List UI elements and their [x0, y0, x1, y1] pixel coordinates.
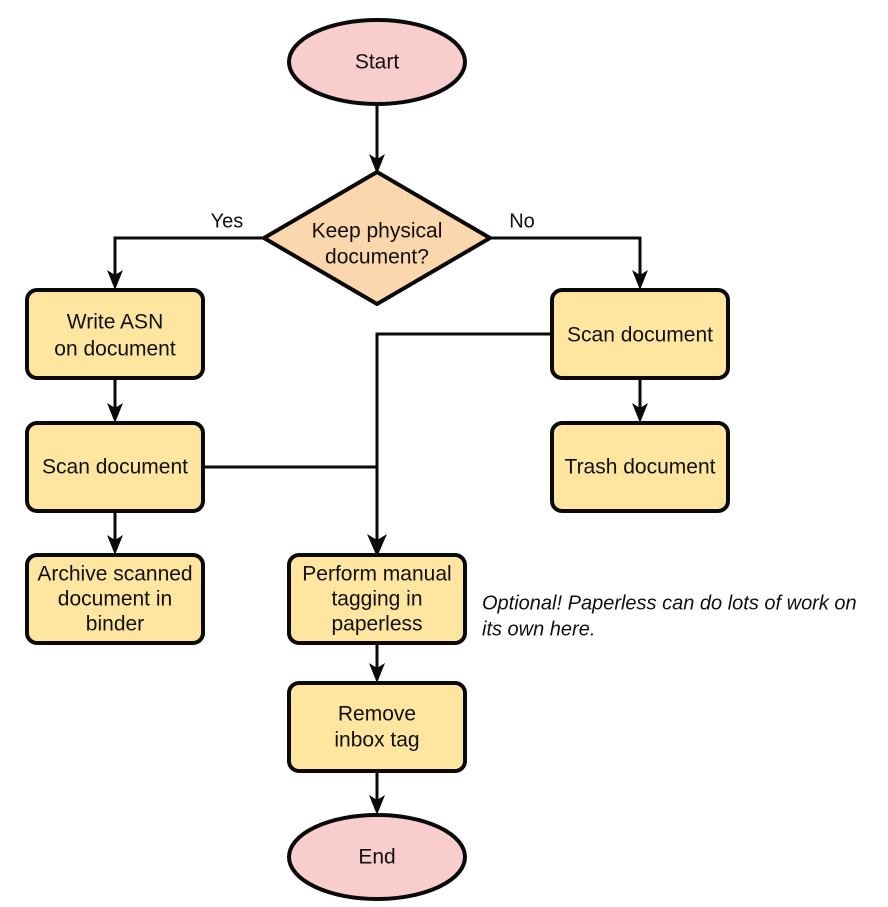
arrowhead-icon — [632, 403, 648, 423]
node-perform-manual-tagging[interactable]: Perform manual tagging in paperless — [287, 553, 467, 645]
node-scan-document-left[interactable]: Scan document — [25, 421, 205, 513]
arrowhead-icon — [107, 270, 123, 290]
node-tagging-label-line1: Perform manual — [302, 563, 451, 586]
node-archive-label-line1: Archive scanned — [37, 563, 192, 586]
start-ellipse[interactable] — [287, 18, 467, 106]
edge-line — [491, 236, 642, 279]
scan-document-right-box[interactable] — [550, 288, 730, 380]
node-remove-inbox-label-line2: inbox tag — [334, 729, 419, 752]
write-asn-box[interactable] — [25, 288, 205, 380]
node-archive-label-line3: binder — [86, 613, 144, 636]
node-decision-keep-physical-document[interactable]: Keep physical document? — [262, 170, 492, 306]
node-write-asn[interactable]: Write ASN on document — [25, 288, 205, 380]
node-decision-label-line2: document? — [325, 246, 429, 269]
node-remove-inbox-label-line1: Remove — [338, 703, 416, 726]
node-start-label: Start — [355, 51, 400, 74]
edge-label-yes: Yes — [211, 210, 244, 232]
arrowhead-icon — [107, 403, 123, 423]
edge-decision-yes: Yes — [107, 210, 264, 290]
arrowhead-icon — [369, 795, 385, 815]
node-archive-scanned-document[interactable]: Archive scanned document in binder — [25, 553, 205, 645]
node-decision-label-line1: Keep physical — [312, 220, 443, 243]
node-scan-document-right-label: Scan document — [567, 324, 713, 347]
decision-diamond[interactable] — [262, 170, 492, 306]
remove-inbox-tag-box[interactable] — [287, 681, 467, 773]
archive-box[interactable] — [25, 553, 205, 645]
node-scan-document-left-label: Scan document — [42, 456, 188, 479]
node-tagging-label-line2: tagging in — [331, 588, 422, 611]
edge-writeasn-to-scanleft — [107, 378, 123, 423]
node-end-label: End — [358, 846, 395, 869]
node-remove-inbox-tag[interactable]: Remove inbox tag — [287, 681, 467, 773]
tagging-box[interactable] — [287, 553, 467, 645]
annotation-line-1: Optional! Paperless can do lots of work … — [482, 592, 857, 614]
edge-line — [375, 332, 552, 544]
node-archive-label-line2: document in — [58, 588, 172, 611]
arrowhead-icon — [107, 535, 123, 555]
node-scan-document-right[interactable]: Scan document — [550, 288, 730, 380]
node-start[interactable]: Start — [287, 18, 467, 106]
arrowhead-icon — [369, 663, 385, 683]
scan-document-left-box[interactable] — [25, 421, 205, 513]
edge-scanright-to-trash — [632, 378, 648, 423]
node-write-asn-label-line2: on document — [54, 338, 176, 361]
arrowhead-icon — [632, 270, 648, 290]
edge-scanleft-to-archive — [107, 511, 123, 555]
node-trash-document[interactable]: Trash document — [550, 421, 730, 513]
node-trash-document-label: Trash document — [565, 456, 716, 479]
annotation-optional-note: Optional! Paperless can do lots of work … — [482, 592, 857, 640]
node-end[interactable]: End — [287, 813, 467, 901]
edge-tagging-to-removeinbox — [369, 643, 385, 683]
node-tagging-label-line3: paperless — [331, 613, 422, 636]
edge-start-to-decision — [369, 103, 385, 174]
arrowhead-icon — [367, 534, 387, 557]
edge-removeinbox-to-end — [369, 771, 385, 815]
edge-label-no: No — [509, 210, 535, 232]
end-ellipse[interactable] — [287, 813, 467, 901]
edge-line — [113, 236, 264, 279]
arrowhead-icon — [369, 154, 385, 174]
edge-scanright-to-tagging — [367, 332, 552, 557]
edge-decision-no: No — [491, 210, 648, 290]
trash-document-box[interactable] — [550, 421, 730, 513]
annotation-line-2: its own here. — [482, 618, 595, 640]
node-write-asn-label-line1: Write ASN — [67, 311, 163, 334]
